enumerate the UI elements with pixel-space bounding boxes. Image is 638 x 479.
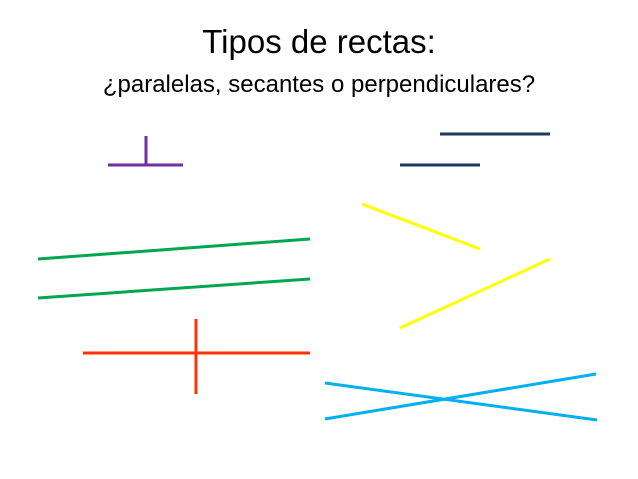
navy-parallel-pair bbox=[400, 132, 550, 167]
cyan-first-line bbox=[324, 381, 598, 422]
purple-perpendicular-pair bbox=[108, 136, 183, 167]
yellow-secant-pair bbox=[361, 202, 551, 330]
cyan-second-line bbox=[324, 372, 597, 421]
cyan-secant-pair bbox=[324, 372, 598, 422]
green-upper-line bbox=[37, 237, 311, 261]
red-perpendicular-pair bbox=[83, 319, 310, 394]
yellow-second-line bbox=[399, 257, 551, 330]
green-parallel-pair bbox=[37, 237, 311, 300]
slide-subtitle: ¿paralelas, secantes o perpendiculares? bbox=[102, 71, 536, 98]
green-lower-line bbox=[37, 277, 311, 300]
yellow-first-line bbox=[361, 202, 481, 251]
slide-title: Tipos de rectas: bbox=[202, 23, 436, 60]
